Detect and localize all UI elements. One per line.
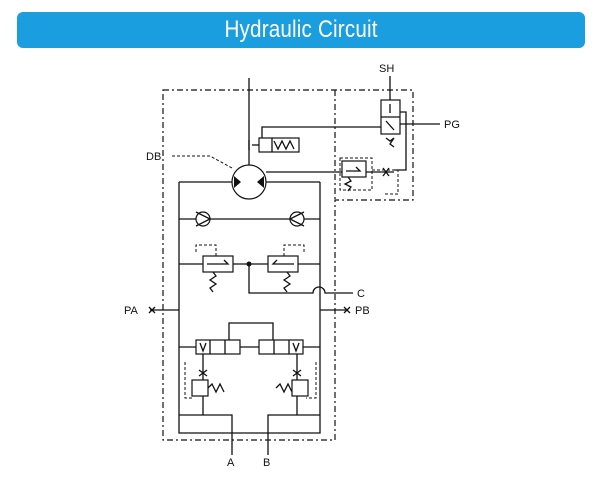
label-db: DB (146, 151, 161, 163)
relief-valves (179, 244, 320, 293)
main-lines (150, 78, 353, 455)
port-markers (148, 306, 351, 314)
brake-relief-valve (266, 157, 399, 195)
label-a: A (227, 457, 235, 469)
directional-valves (179, 322, 320, 355)
label-pa: PA (124, 305, 139, 317)
check-valves (179, 211, 320, 227)
label-pg: PG (444, 119, 460, 131)
hydraulic-motor (172, 155, 267, 200)
brake-cylinder (248, 126, 379, 153)
shuttle-valve (379, 76, 440, 171)
label-b: B (263, 457, 270, 469)
diagram-title: Hydraulic Circuit (224, 16, 378, 43)
label-c: C (357, 288, 365, 300)
title-banner: Hydraulic Circuit (17, 12, 585, 48)
label-pb: PB (355, 305, 370, 317)
boundary-frame (162, 89, 414, 441)
label-sh: SH (379, 63, 394, 75)
lower-relief-valves (179, 354, 320, 433)
